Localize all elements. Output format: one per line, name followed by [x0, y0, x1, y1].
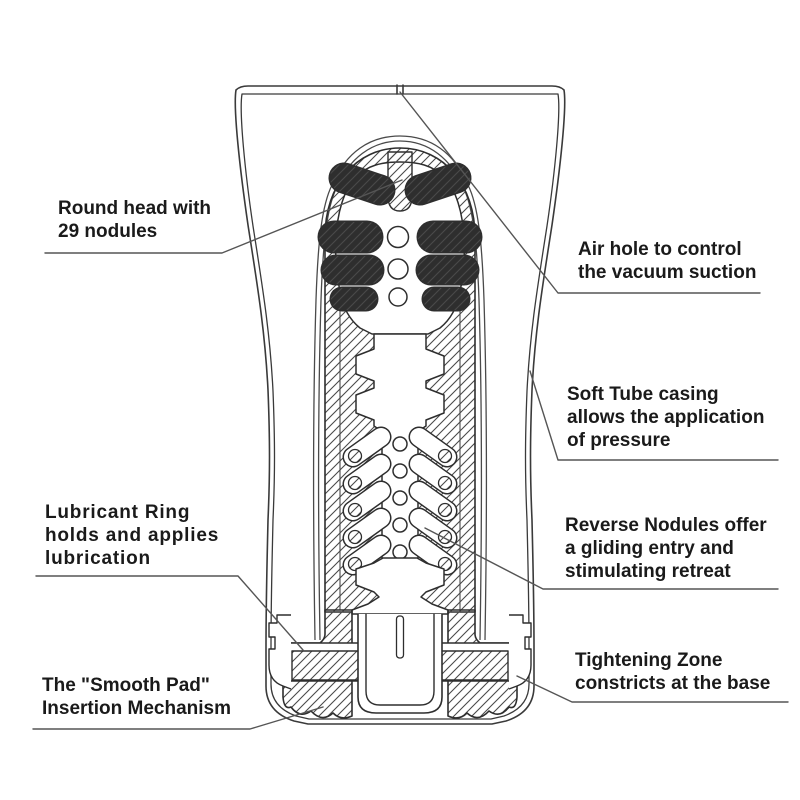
label-smooth-pad: The "Smooth Pad" Insertion Mechanism [42, 675, 231, 719]
head-side-nodules [317, 162, 483, 312]
insertion-channel [357, 613, 443, 714]
leader-smooth-pad [32, 706, 324, 730]
leader-round-head [44, 179, 403, 254]
label-air-hole: Air hole to control the vacuum suction [578, 239, 757, 283]
tightening-zone-clips [268, 614, 532, 690]
label-tightening-zone: Tightening Zone constricts at the base [575, 650, 771, 694]
label-soft-tube: Soft Tube casing allows the application … [567, 384, 765, 451]
lubricant-ring-blocks [282, 642, 518, 682]
label-round-head: Round head with 29 nodules [58, 198, 212, 242]
leader-soft-tube [529, 370, 779, 461]
tube-casing [234, 84, 566, 725]
sleeve-outer-skin [312, 135, 488, 641]
reverse-nodule-channel [342, 426, 458, 576]
reverse-nodules-right [408, 426, 458, 576]
leader-air-hole [399, 91, 761, 294]
leader-reverse-nodules [424, 527, 779, 590]
disc-stack-lower [351, 557, 449, 615]
head-cavity [317, 151, 483, 335]
air-hole [396, 84, 404, 95]
label-reverse-nodules: Reverse Nodules offer a gliding entry an… [565, 515, 767, 582]
leader-tightening-zone [516, 675, 789, 703]
reverse-nodules-left [342, 426, 392, 576]
leader-lines [32, 91, 789, 730]
label-lubricant-ring: Lubricant Ring holds and applies lubrica… [45, 502, 220, 569]
channel-circles [392, 436, 408, 560]
head-channel-circles [386, 225, 410, 307]
leader-lubricant-ring [35, 575, 304, 651]
